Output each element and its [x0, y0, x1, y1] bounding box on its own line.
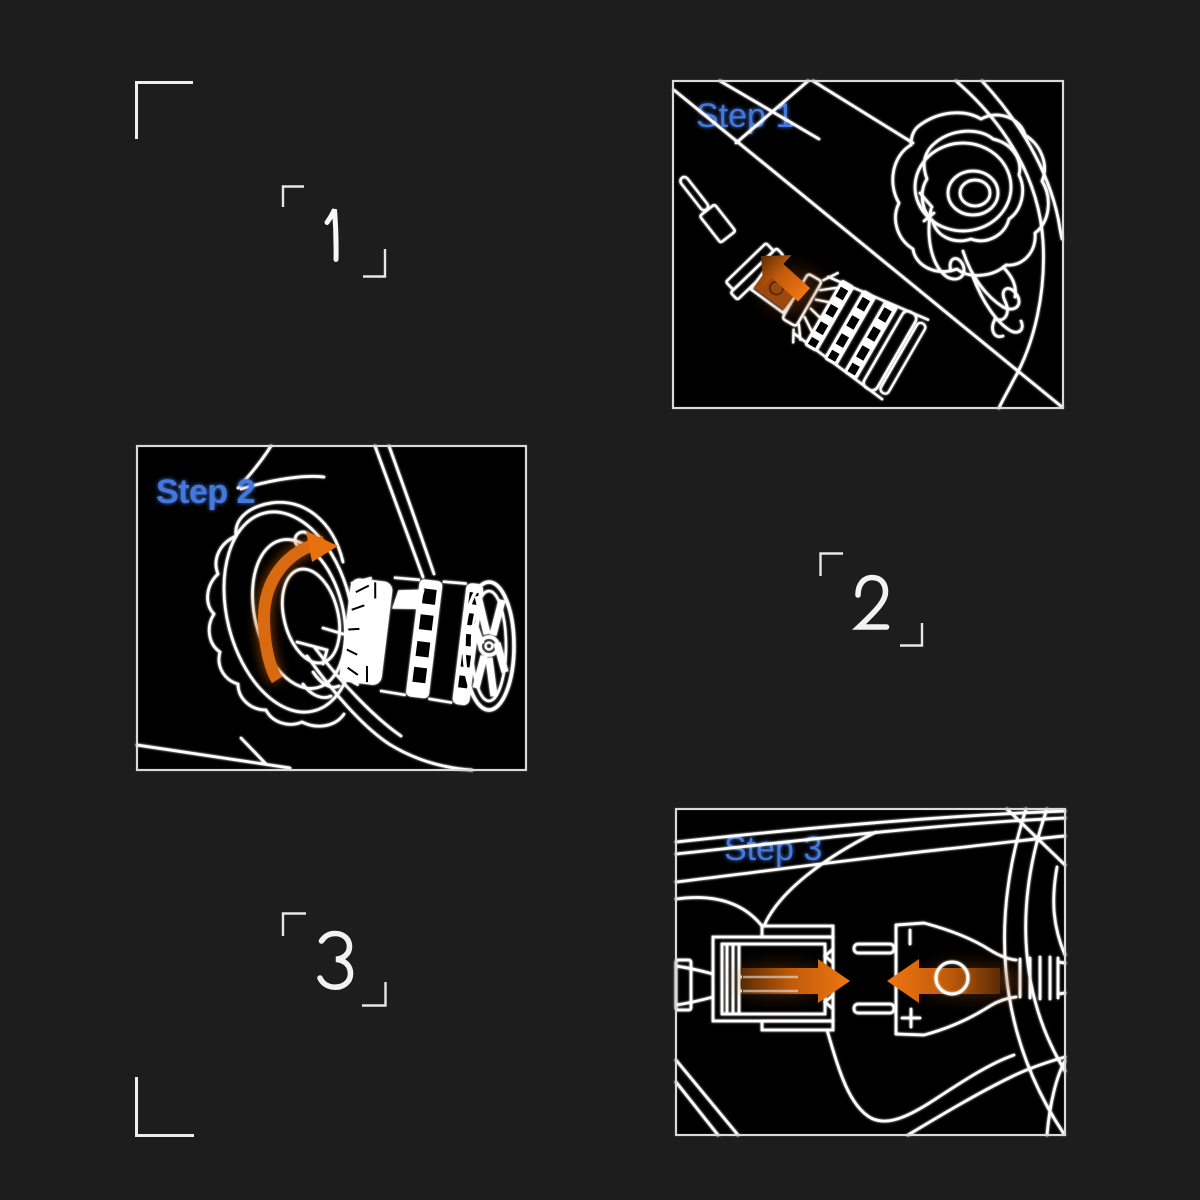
svg-text:Step 2: Step 2: [156, 473, 255, 511]
